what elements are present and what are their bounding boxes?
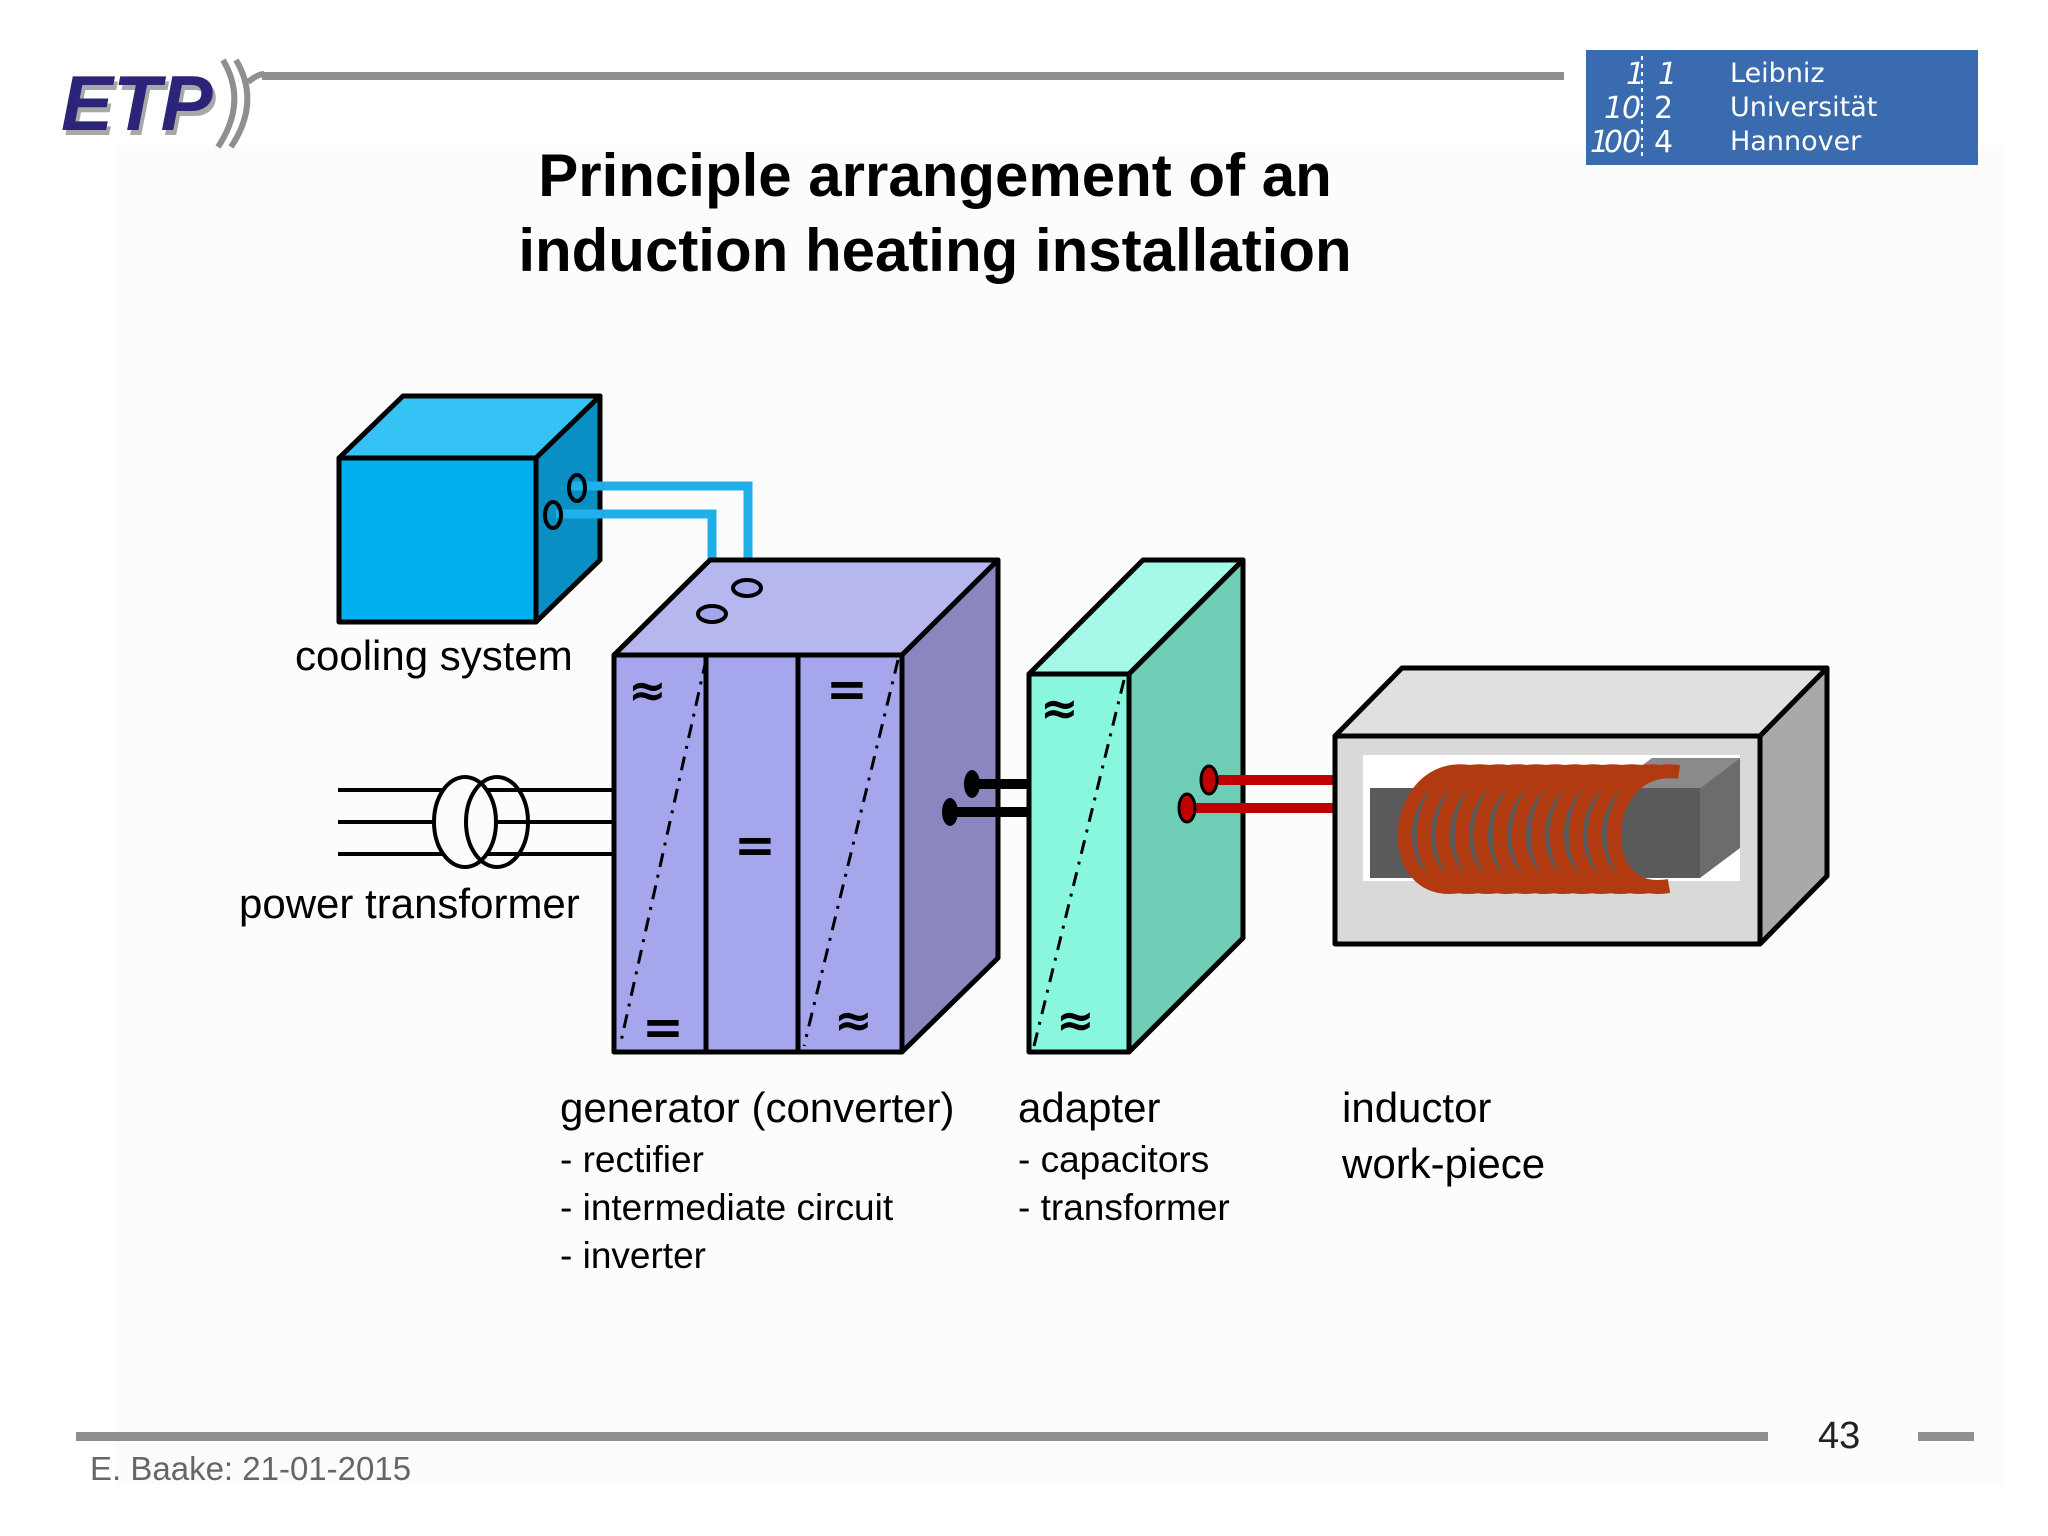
adapter-part: - transformer (1018, 1187, 1230, 1228)
coil-turn (1549, 764, 1624, 894)
generator-part: - rectifier (560, 1139, 704, 1180)
university-name-line1: Leibniz (1730, 58, 1825, 89)
generator-unit (611, 557, 1001, 1055)
adapter-part: - capacitors (1018, 1139, 1209, 1180)
title-line-1: Principle arrangement of an (538, 142, 1332, 209)
adapter-label: adapter (1018, 1084, 1160, 1131)
cooling-system-label: cooling system (295, 632, 573, 679)
title-line-2: induction heating installation (518, 217, 1352, 284)
university-mark: 1 1 1 0 2 1 0 0 4 (1586, 50, 1698, 165)
svg-text:1: 1 (1604, 91, 1623, 126)
svg-text:2: 2 (1654, 91, 1673, 126)
generator-adapter-connectors (942, 770, 1028, 826)
ac-symbol: ≈ (628, 663, 667, 717)
coil-turn (1397, 764, 1472, 894)
page-number: 43 (1818, 1415, 1861, 1457)
svg-text:0: 0 (1604, 125, 1623, 160)
university-name-line2: Universität (1730, 92, 1878, 123)
coil-turn (1435, 764, 1510, 894)
ac-symbol: ≈ (834, 993, 873, 1047)
generator-part: - intermediate circuit (560, 1187, 894, 1228)
coil-turn (1454, 764, 1529, 894)
inductor-coil (1397, 764, 1681, 894)
ac-symbol: ≈ (1056, 993, 1095, 1047)
dc-symbol: = (826, 660, 868, 718)
coil-turn (1530, 764, 1605, 894)
university-logo: 1 1 1 0 2 1 0 0 4 Leibniz Universität Ha… (1586, 50, 1978, 165)
power-transformer-label: power transformer (239, 880, 580, 927)
slide-title: Principle arrangement of an induction he… (420, 138, 1450, 288)
dc-symbol: = (642, 998, 684, 1056)
coil-turn (1416, 764, 1491, 894)
cooling-system-unit (336, 393, 603, 625)
svg-text:4: 4 (1654, 125, 1673, 160)
coil-turn (1492, 764, 1567, 894)
svg-text:1: 1 (1626, 57, 1645, 92)
generator-label: generator (converter) (560, 1084, 955, 1131)
power-transformer-symbol (338, 775, 615, 869)
header-rule (262, 72, 1564, 80)
svg-text:1: 1 (1590, 125, 1609, 160)
university-name-line3: Hannover (1730, 126, 1862, 157)
footer-rule (76, 1432, 1768, 1441)
generator-part: - inverter (560, 1235, 706, 1276)
svg-text:0: 0 (1622, 125, 1641, 160)
coil-turn (1473, 764, 1548, 894)
dc-symbol: = (734, 816, 776, 874)
inductor-leads (1177, 764, 1334, 824)
work-piece-label: work-piece (1341, 1140, 1545, 1187)
svg-text:0: 0 (1622, 91, 1641, 126)
coil-turn (1568, 764, 1643, 894)
coil-turn (1606, 764, 1681, 894)
etp-logo: ETP ETP (61, 58, 265, 152)
footer-rule-end (1918, 1432, 1974, 1441)
inductor-label: inductor (1342, 1084, 1491, 1131)
footer-author-date: E. Baake: 21-01-2015 (90, 1450, 412, 1487)
svg-text:1: 1 (1658, 57, 1677, 92)
etp-logo-text-front: ETP (61, 59, 214, 147)
ac-symbol: ≈ (1040, 681, 1079, 735)
etp-logo-text: ETP (64, 64, 217, 152)
coil-turn (1587, 764, 1662, 894)
coil-turn (1511, 764, 1586, 894)
